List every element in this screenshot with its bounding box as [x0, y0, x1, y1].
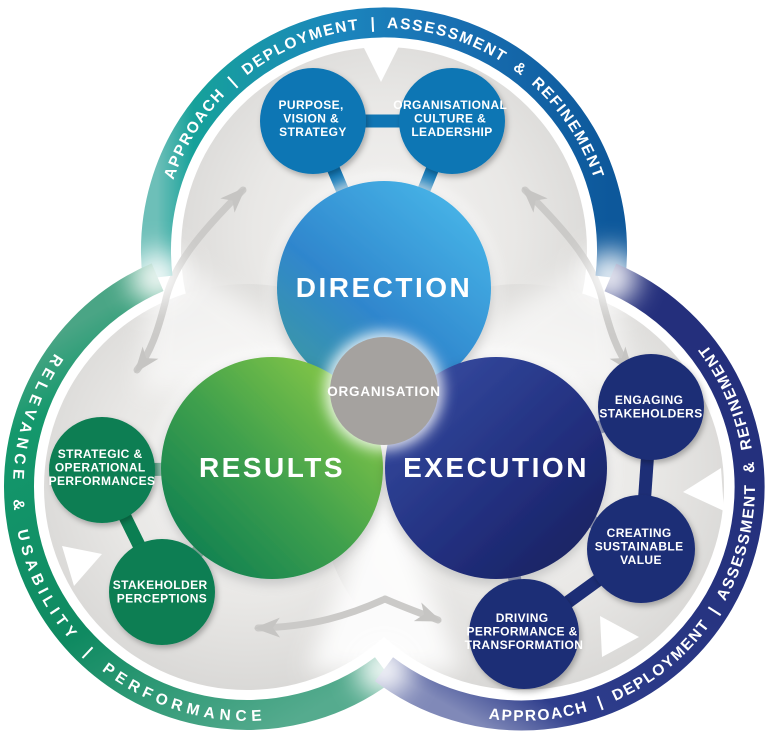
- flow-arrow-left-down: [133, 299, 169, 374]
- organisation-circle: [330, 337, 438, 445]
- satellite-engaging-stakeholders: [598, 354, 704, 460]
- band-cusp-fades: [130, 250, 638, 697]
- band-top: [141, 7, 627, 280]
- engaging-stakeholders-label: ENGAGING STAKEHOLDERS: [599, 393, 702, 421]
- circle-labels: DIRECTION RESULTS EXECUTION ORGANISATION…: [49, 98, 703, 652]
- strategic-operational-performances-label: STRATEGIC & OPERATIONAL PERFORMANCES: [49, 447, 156, 488]
- organisational-culture-leadership-label: ORGANISATIONAL CULTURE & LEADERSHIP: [393, 98, 511, 139]
- flow-triangle-bottom-right: [600, 616, 639, 657]
- satellite-driving-performance-transformation: [469, 579, 579, 689]
- outer-bands: [4, 7, 765, 731]
- band-right: [374, 263, 765, 731]
- execution-circle: [385, 357, 607, 579]
- driving-performance-transformation-label: DRIVING PERFORMANCE & TRANSFORMATION: [465, 611, 584, 652]
- main-circles: [156, 176, 612, 584]
- satellite-circles: [49, 68, 704, 689]
- purpose-vision-strategy-label: PURPOSE, VISION & STRATEGY: [279, 98, 348, 139]
- direction-label: DIRECTION: [296, 272, 473, 303]
- organisation-label: ORGANISATION: [327, 384, 441, 399]
- execution-label: EXECUTION: [403, 452, 589, 483]
- flow-arrow-bottom-right: [381, 595, 442, 624]
- flow-triangles: [62, 40, 724, 657]
- stakeholder-perceptions-label: STAKEHOLDER PERCEPTIONS: [113, 578, 212, 606]
- flow-arrow-bottom-left: [254, 595, 389, 638]
- flow-triangle-left: [62, 546, 102, 586]
- results-label: RESULTS: [199, 452, 345, 483]
- flow-triangle-right: [683, 468, 724, 511]
- creating-sustainable-value-label: CREATING SUSTAINABLE VALUE: [595, 526, 688, 567]
- band-left: [4, 263, 393, 730]
- satellite-stakeholder-perceptions: [109, 539, 215, 645]
- flow-triangle-top: [360, 40, 402, 82]
- satellite-creating-sustainable-value: [587, 495, 695, 603]
- organisation-circle-group: [325, 332, 443, 450]
- results-circle: [161, 357, 383, 579]
- satellite-organisational-culture-leadership: [399, 68, 505, 174]
- satellite-strategic-operational-performances: [49, 417, 155, 523]
- satellite-purpose-vision-strategy: [260, 68, 366, 174]
- direction-circle: [277, 181, 491, 395]
